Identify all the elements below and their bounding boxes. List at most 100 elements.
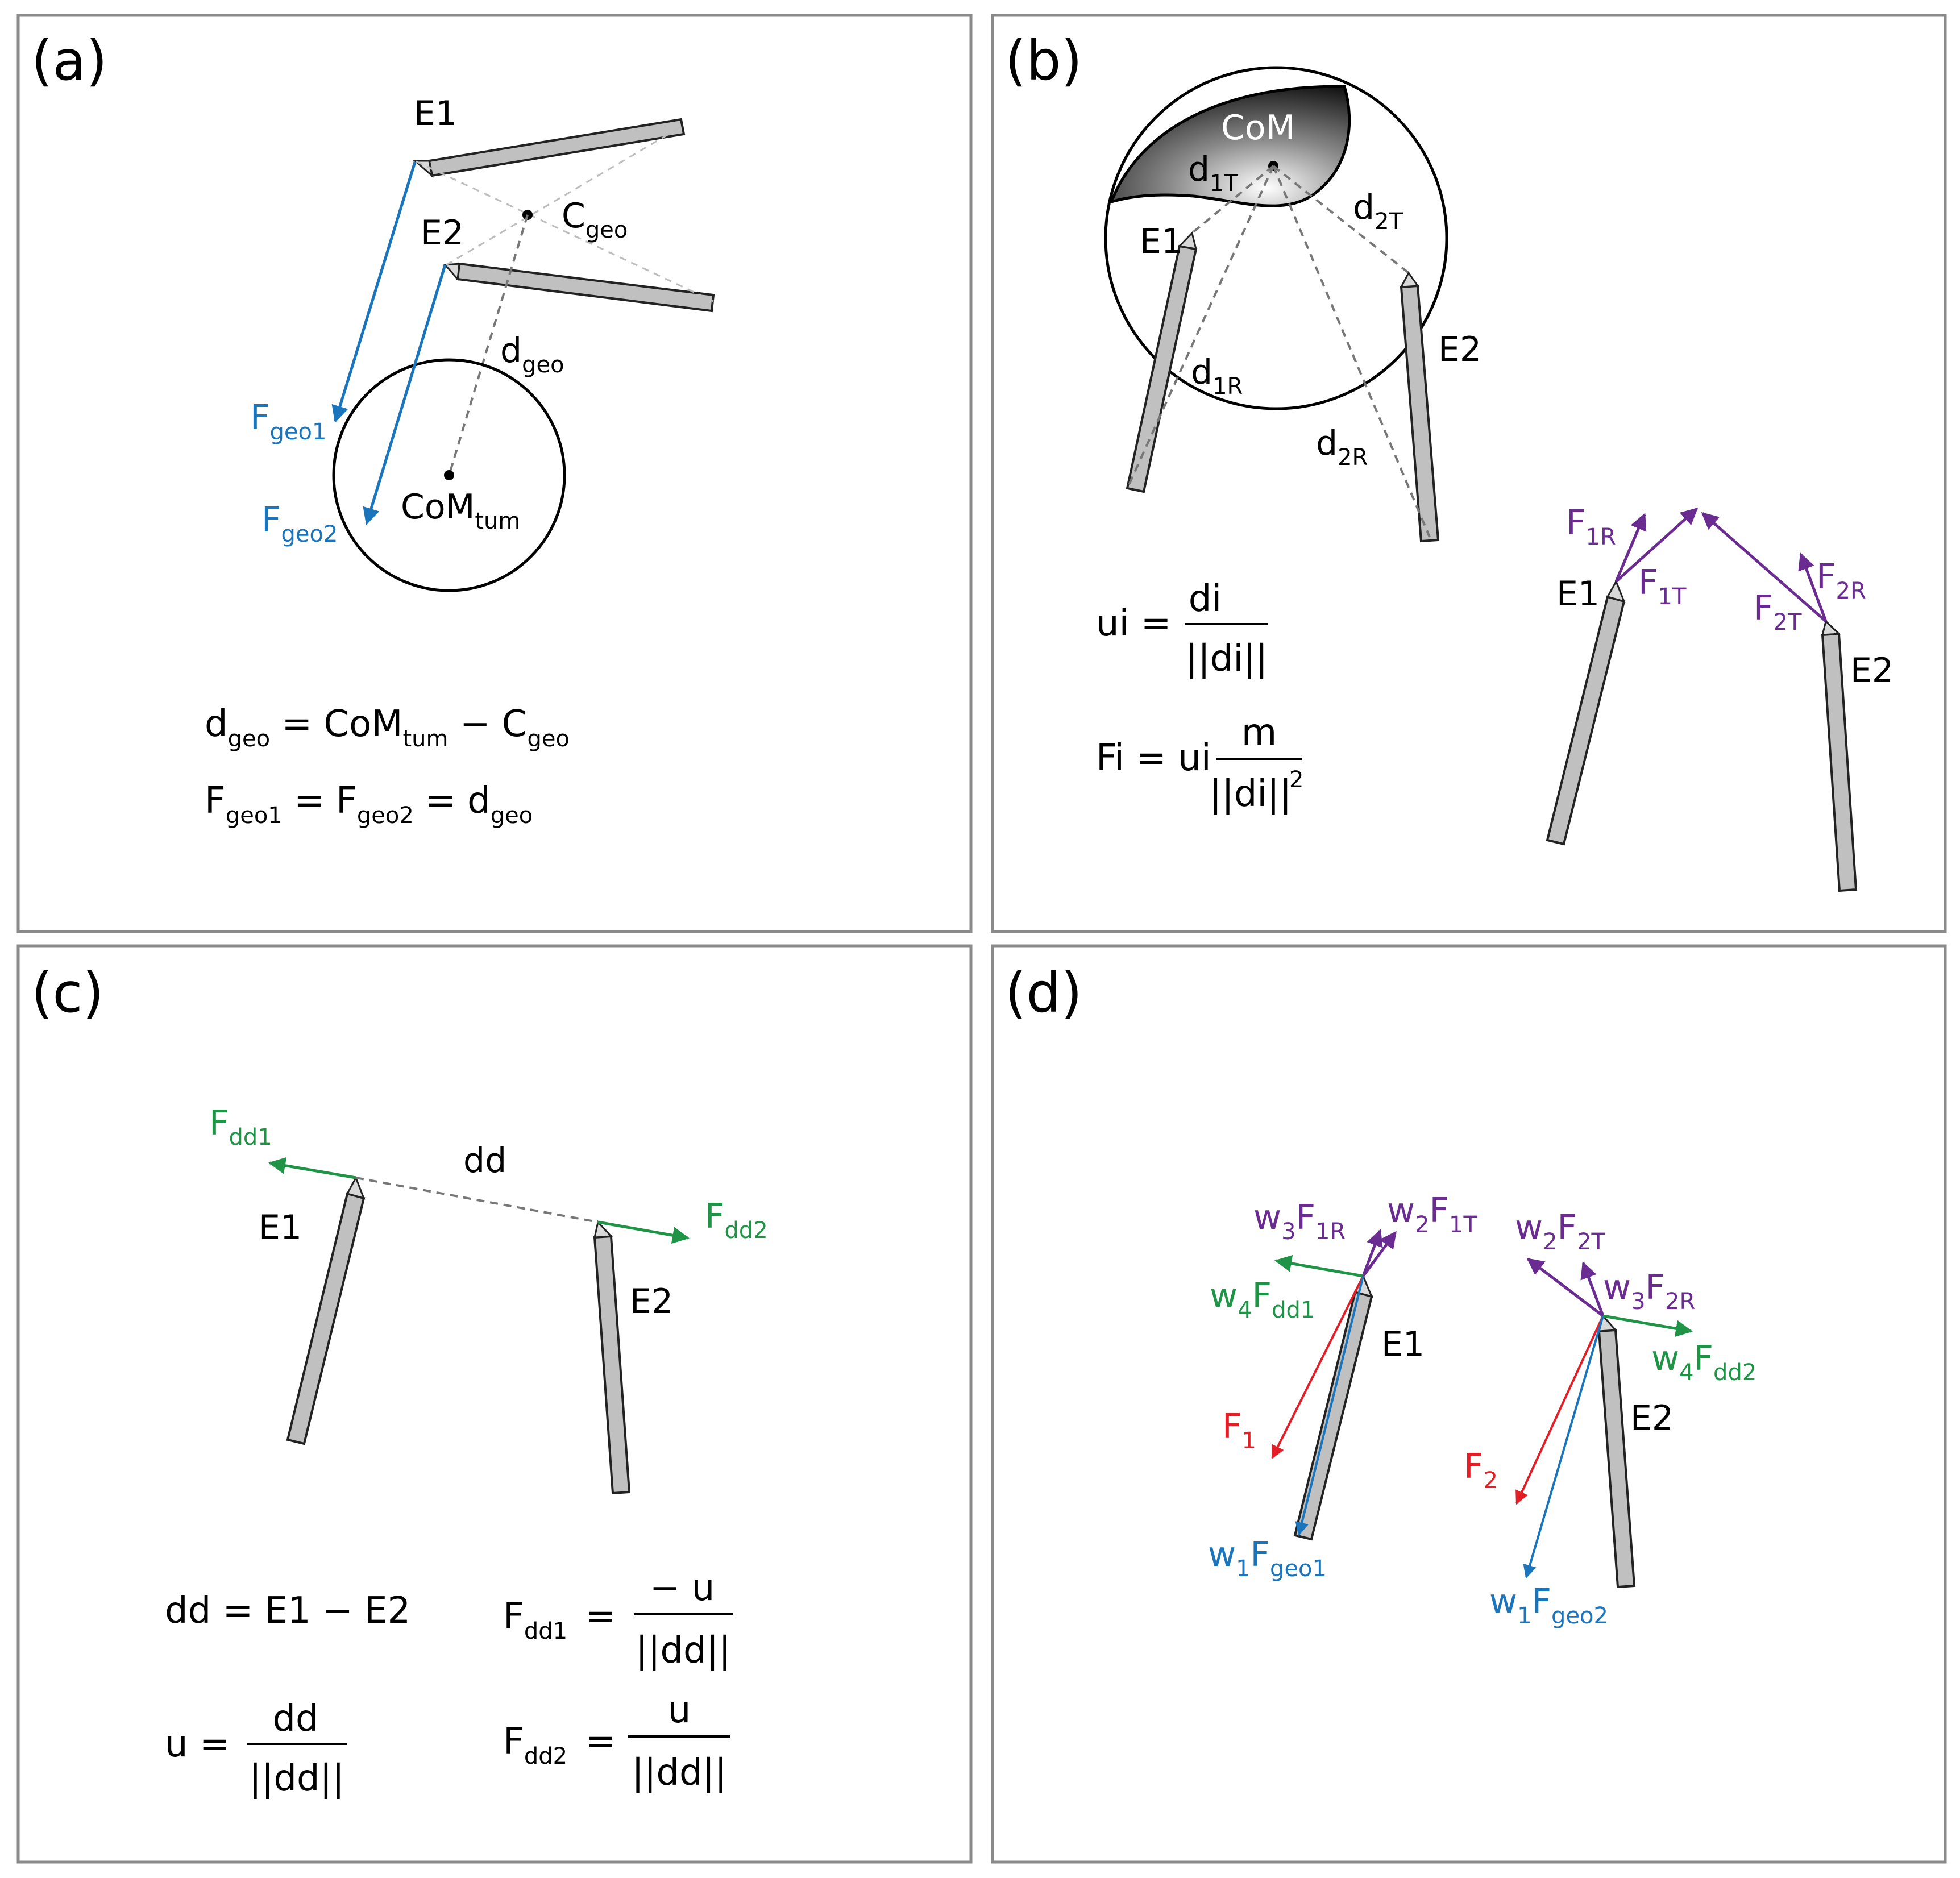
f1-label-d: F1 [1222,1407,1256,1454]
svg-text:Fdd1: Fdd1 [503,1596,567,1644]
f2r-label: F2R [1816,557,1866,604]
eq-fdd2: Fdd2 = u ||dd|| [503,1689,730,1794]
w4fdd2-arrow-d [1602,1314,1693,1337]
panel-c-frame [16,944,973,1864]
svg-text:||di||: ||di|| [1186,638,1268,680]
svg-text:u =: u = [165,1723,230,1765]
f2-arrow-d [1515,1315,1604,1505]
w2f1t-arrow-d [1361,1231,1397,1277]
svg-text:m: m [1241,712,1277,754]
e2-label-d: E2 [1630,1398,1674,1438]
panel-b-tag: (b) [1005,29,1082,93]
eq-fi: Fi = ui m ||di|| 2 [1096,712,1303,815]
eq-ui: ui = di ||di|| [1096,578,1268,680]
electrode-2-d [1597,1314,1636,1589]
panel-b: (b) CoM d1T d2T E1 E2 d1R d2R ui = di [1005,29,1893,892]
w3f2r-arrow-d [1580,1261,1605,1316]
tumor-circle-a [332,358,566,592]
d1r-label: d1R [1191,352,1243,400]
eq-fgeo: Fgeo1 = Fgeo2 = dgeo [205,780,533,829]
w1fgeo2-arrow-d [1523,1315,1604,1579]
eq-fdd1: Fdd1 = − u ||dd|| [503,1567,733,1672]
f1r-label: F1R [1566,503,1616,550]
svg-text:− u: − u [650,1567,715,1609]
w4fdd1-arrow-d [1274,1254,1364,1278]
svg-text:=: = [585,1596,616,1638]
svg-text:u: u [668,1689,691,1731]
e2-label-a: E2 [421,213,464,253]
e1-label-b: E1 [1140,222,1183,261]
f2t-label: F2T [1754,588,1802,635]
d2t-line [1272,165,1410,274]
e1-label-b-lower: E1 [1556,574,1600,614]
panel-d-tag: (d) [1005,961,1082,1025]
fdd2-label: Fdd2 [705,1196,768,1244]
f1t-arrow [1615,507,1699,583]
w2f2t-label: w2F2T [1515,1208,1605,1255]
w3f1r-arrow-d [1361,1229,1383,1277]
svg-text:2: 2 [1289,767,1303,793]
w4fdd1-label: w4Fdd1 [1210,1276,1315,1323]
com-label-b: CoM [1221,108,1295,148]
f2t-arrow [1701,512,1827,622]
tumor-necrotic-region [1108,85,1351,207]
electrode-1-c [286,1175,366,1445]
panel-a: (a) E1 E2 Cgeo dgeo Fgeo1 Fgeo2 CoMtum [31,29,715,829]
w1fgeo1-arrow-d [1295,1275,1364,1536]
f2r-arrow [1798,552,1828,622]
svg-text:||dd||: ||dd|| [249,1757,344,1800]
w4fdd2-label: w4Fdd2 [1651,1339,1756,1386]
e2-label-b-lower: E2 [1850,651,1893,691]
panel-c: (c) Fdd1 Fdd2 dd E1 E2 dd = E1 − E2 u = … [31,961,768,1800]
svg-text:=: = [585,1721,616,1763]
d1t-label: d1T [1188,149,1239,197]
dgeo-line [448,214,529,476]
diagonal-dash-2 [446,125,683,266]
fgeo1-label: Fgeo1 [250,398,326,445]
svg-text:ui =: ui = [1096,603,1171,645]
electrode-2-b-lower [1821,620,1858,892]
f2-label-d: F2 [1464,1447,1498,1494]
d2r-label: d2R [1316,423,1368,471]
fdd1-label: Fdd1 [209,1103,272,1150]
w2f2t-arrow-d [1526,1258,1604,1317]
w3f2r-label: w3F2R [1603,1268,1695,1315]
e1-label-a: E1 [414,94,457,134]
diagonal-dash-1 [416,160,714,302]
f1t-label: F1T [1638,563,1687,610]
w1fgeo1-label: w1Fgeo1 [1208,1535,1327,1582]
svg-text:Fdd2: Fdd2 [503,1721,567,1769]
svg-text:Fi = ui: Fi = ui [1096,737,1211,779]
eq-dd: dd = E1 − E2 [165,1590,410,1632]
e1-label-c: E1 [259,1208,302,1248]
fgeo2-label: Fgeo2 [261,500,338,547]
e1-label-d: E1 [1381,1324,1425,1364]
svg-text:||dd||: ||dd|| [636,1630,731,1672]
panel-d: (d) w3F1R w2F1T w2F2T w3F2R w4Fdd1 w4Fdd… [1005,961,1756,1629]
panel-a-frame [16,14,973,933]
electrode-2-b [1400,271,1440,543]
f1r-arrow [1614,513,1647,582]
w2f1t-label: w2F1T [1387,1191,1477,1238]
fdd1-arrow [268,1157,356,1179]
w1fgeo2-label: w1Fgeo2 [1489,1582,1608,1629]
svg-text:di: di [1189,578,1222,620]
e2-label-c: E2 [630,1282,673,1322]
com-tum-point [444,470,454,480]
fdd2-arrow [597,1220,690,1244]
svg-text:||dd||: ||dd|| [632,1752,727,1794]
fgeo1-arrow [331,161,417,423]
panel-a-tag: (a) [31,29,107,93]
dd-label: dd [463,1141,506,1181]
electrode-2-c [593,1220,631,1495]
panel-d-frame [991,944,1947,1864]
eq-u-c: u = dd ||dd|| [165,1698,347,1800]
dgeo-label: dgeo [500,331,564,378]
dd-line [355,1177,599,1223]
comtum-label: CoMtum [401,487,520,534]
electrode-1-b [1126,231,1198,493]
panel-c-tag: (c) [31,961,104,1025]
e2-label-b: E2 [1438,330,1481,369]
electrode-2-a [443,262,715,313]
